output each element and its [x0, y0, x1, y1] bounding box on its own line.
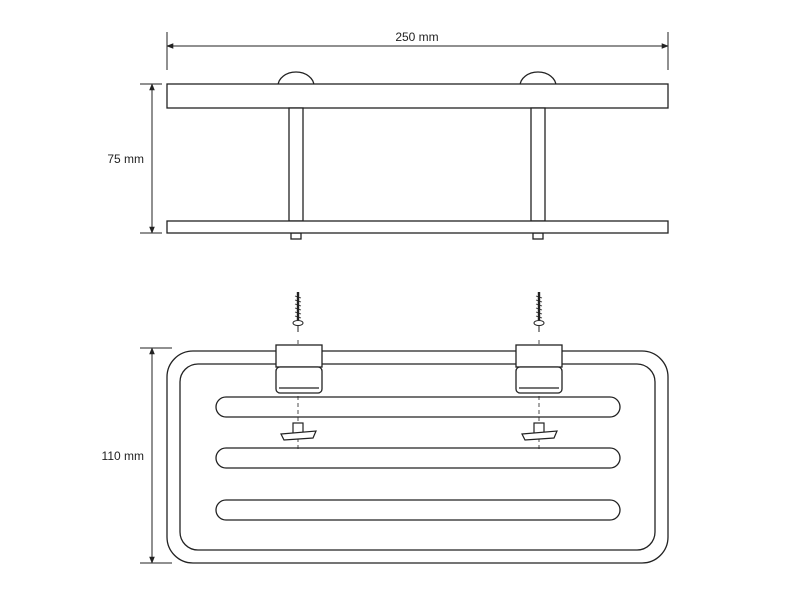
- drain-slot-3: [215, 499, 621, 521]
- height-label: 75 mm: [107, 152, 144, 166]
- bottom-shelf: [166, 220, 669, 234]
- depth-label: 110 mm: [102, 449, 144, 463]
- top-rail: [166, 83, 669, 109]
- depth-dimension: [140, 347, 172, 564]
- fixing-clip-left: [280, 422, 317, 441]
- basket-inner-frame: [179, 363, 656, 551]
- fixing-clip-right: [521, 422, 558, 441]
- bracket-right: [515, 344, 563, 394]
- width-label: 250 mm: [395, 30, 438, 44]
- screw-right: [533, 292, 545, 332]
- post-pin-right: [532, 232, 544, 240]
- drain-slot-2: [215, 447, 621, 469]
- post-right: [530, 107, 546, 222]
- drain-slot-1: [215, 396, 621, 418]
- width-dimension: [166, 32, 669, 70]
- bracket-left: [275, 344, 323, 394]
- post-left: [288, 107, 304, 222]
- basket-outer-frame: [166, 350, 669, 564]
- screw-left: [292, 292, 304, 332]
- height-dimension: [140, 83, 162, 234]
- front-view: [166, 71, 669, 240]
- top-view: [166, 340, 669, 564]
- post-pin-left: [290, 232, 302, 240]
